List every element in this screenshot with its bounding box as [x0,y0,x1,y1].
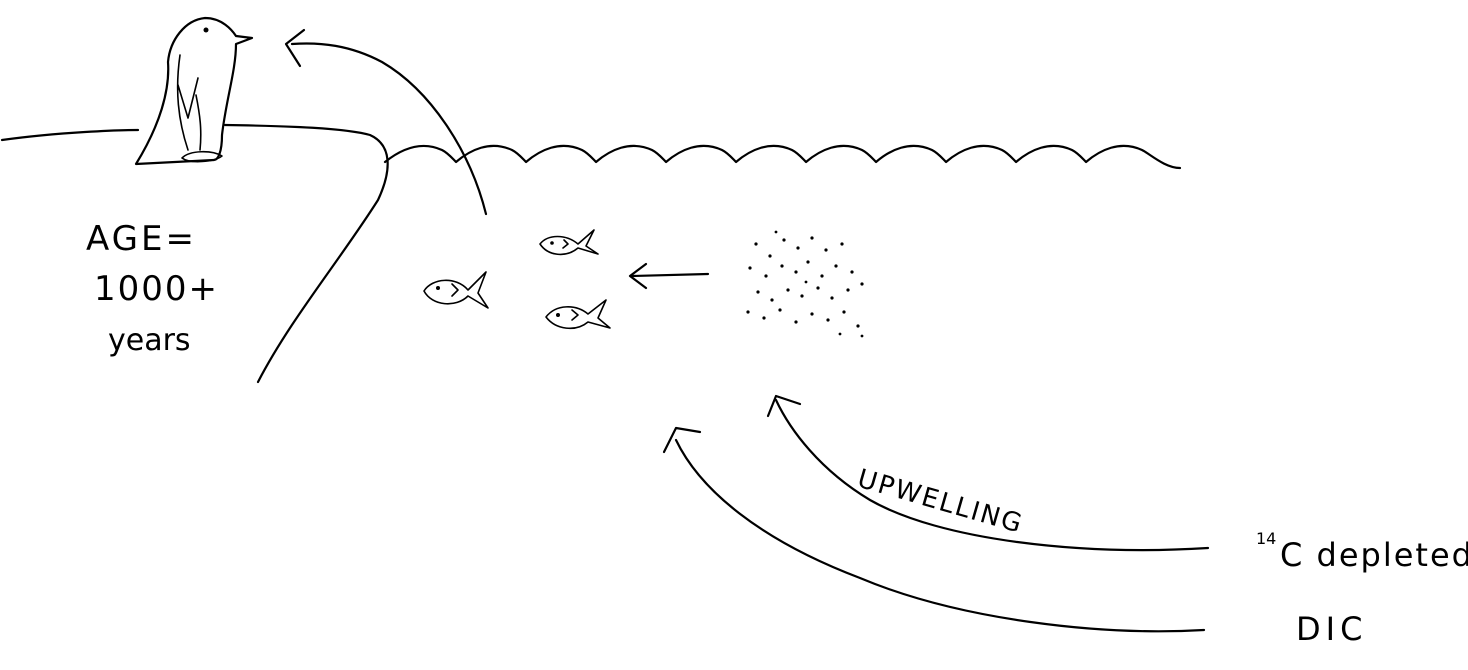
ice-shelf-line [0,128,140,142]
age-label-line1: AGE= [86,219,197,259]
age-label-line2: 1000+ [94,269,219,309]
sea-waves [383,144,1182,170]
upwelling-arrow-outer [674,438,1206,633]
upwelling-arrow-outer-head [662,426,702,454]
arrow-to-penguin [290,42,488,216]
dic-label: DIC [1296,610,1367,648]
fish-icon [545,299,611,330]
fish-icon [539,229,599,256]
isotope-label: C depleted [1280,536,1468,574]
penguin-icon [134,16,254,166]
ice-shelf-edge [223,123,389,384]
upwelling-arrow-inner-head [766,394,802,418]
arrow-plankton-to-fish [630,272,710,278]
isotope-superscript: 14 [1256,529,1276,548]
age-label-line3: years [108,323,191,358]
arrow-plankton-to-fish-head [628,262,648,290]
upwelling-arrow-inner [774,398,1210,552]
fish-icon [423,271,489,309]
upwelling-label: UPWELLING [854,464,1027,540]
arrow-to-penguin-head [284,28,306,68]
plankton-dots [746,230,864,338]
